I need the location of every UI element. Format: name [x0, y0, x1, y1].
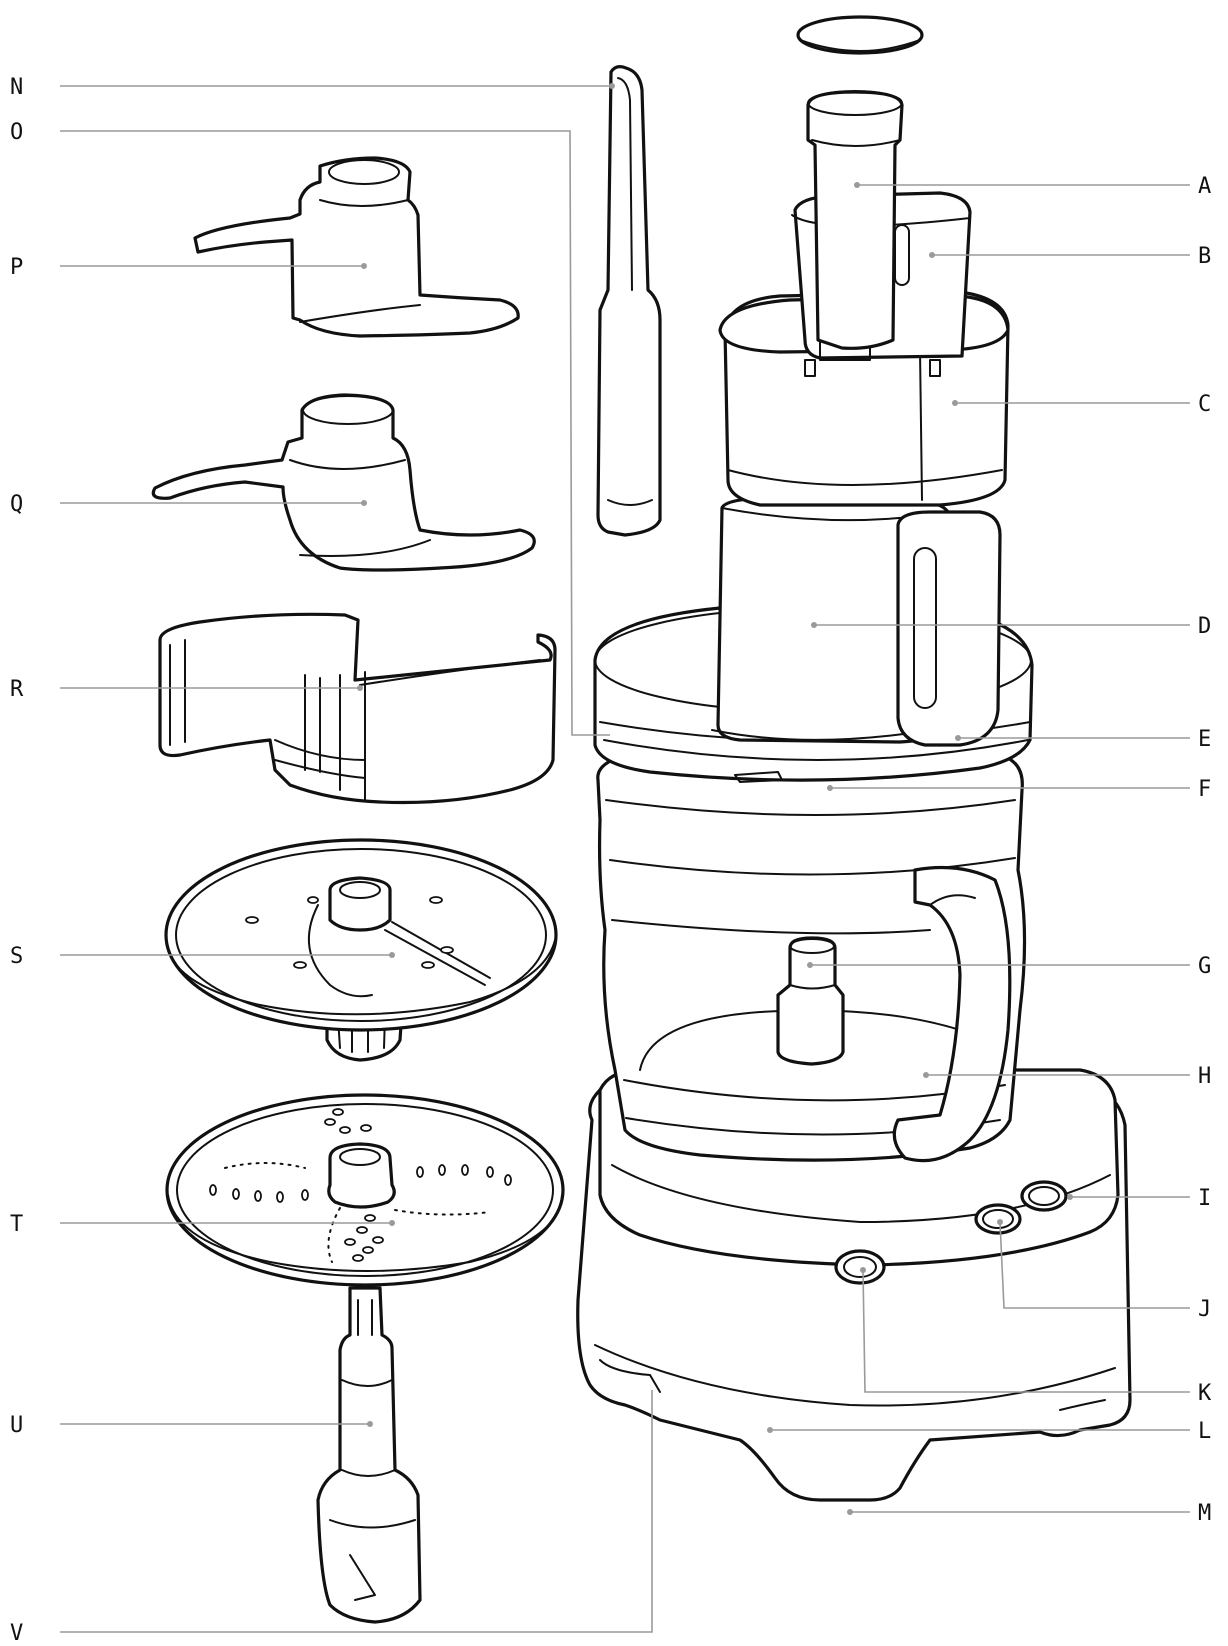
label-p: P [10, 255, 23, 280]
chopping-blade [151, 393, 536, 572]
feed-chute [711, 496, 1002, 747]
label-j: J [1198, 1297, 1211, 1322]
label-f: F [1198, 777, 1211, 802]
label-e: E [1198, 727, 1211, 752]
label-d: D [1198, 614, 1211, 639]
slicing-disc [164, 838, 558, 1062]
label-k: K [1198, 1381, 1212, 1406]
leader-lines [60, 85, 1190, 1633]
label-v: V [10, 1621, 23, 1646]
label-c: C [1198, 392, 1211, 417]
label-u: U [10, 1413, 23, 1438]
button-front [834, 1249, 886, 1285]
label-m: M [1198, 1501, 1211, 1526]
callout-labels: N O P Q R S T U V A B C D E F G H I J K … [10, 75, 1212, 1646]
dough-blade [193, 156, 520, 338]
spatula [596, 65, 662, 537]
shredding-disc [165, 1093, 565, 1287]
disc-holes-t [209, 1108, 512, 1262]
label-i: I [1198, 1186, 1211, 1211]
leader-dots [357, 83, 1073, 1515]
label-g: G [1198, 954, 1211, 979]
small-pusher [806, 90, 904, 350]
label-s: S [10, 944, 23, 969]
label-b: B [1198, 244, 1211, 269]
blade-holder [158, 612, 557, 805]
label-o: O [10, 120, 23, 145]
label-h: H [1198, 1064, 1211, 1089]
label-l: L [1198, 1419, 1211, 1444]
label-t: T [10, 1212, 23, 1237]
disc-holes-s [245, 896, 454, 969]
drive-spindle [776, 936, 845, 1066]
disc-stem [316, 1286, 422, 1624]
pusher-cap [796, 15, 924, 55]
label-n: N [10, 75, 23, 100]
label-q: Q [10, 492, 23, 517]
control-buttons [834, 1180, 1068, 1285]
label-r: R [10, 677, 24, 702]
label-a: A [1198, 174, 1211, 199]
